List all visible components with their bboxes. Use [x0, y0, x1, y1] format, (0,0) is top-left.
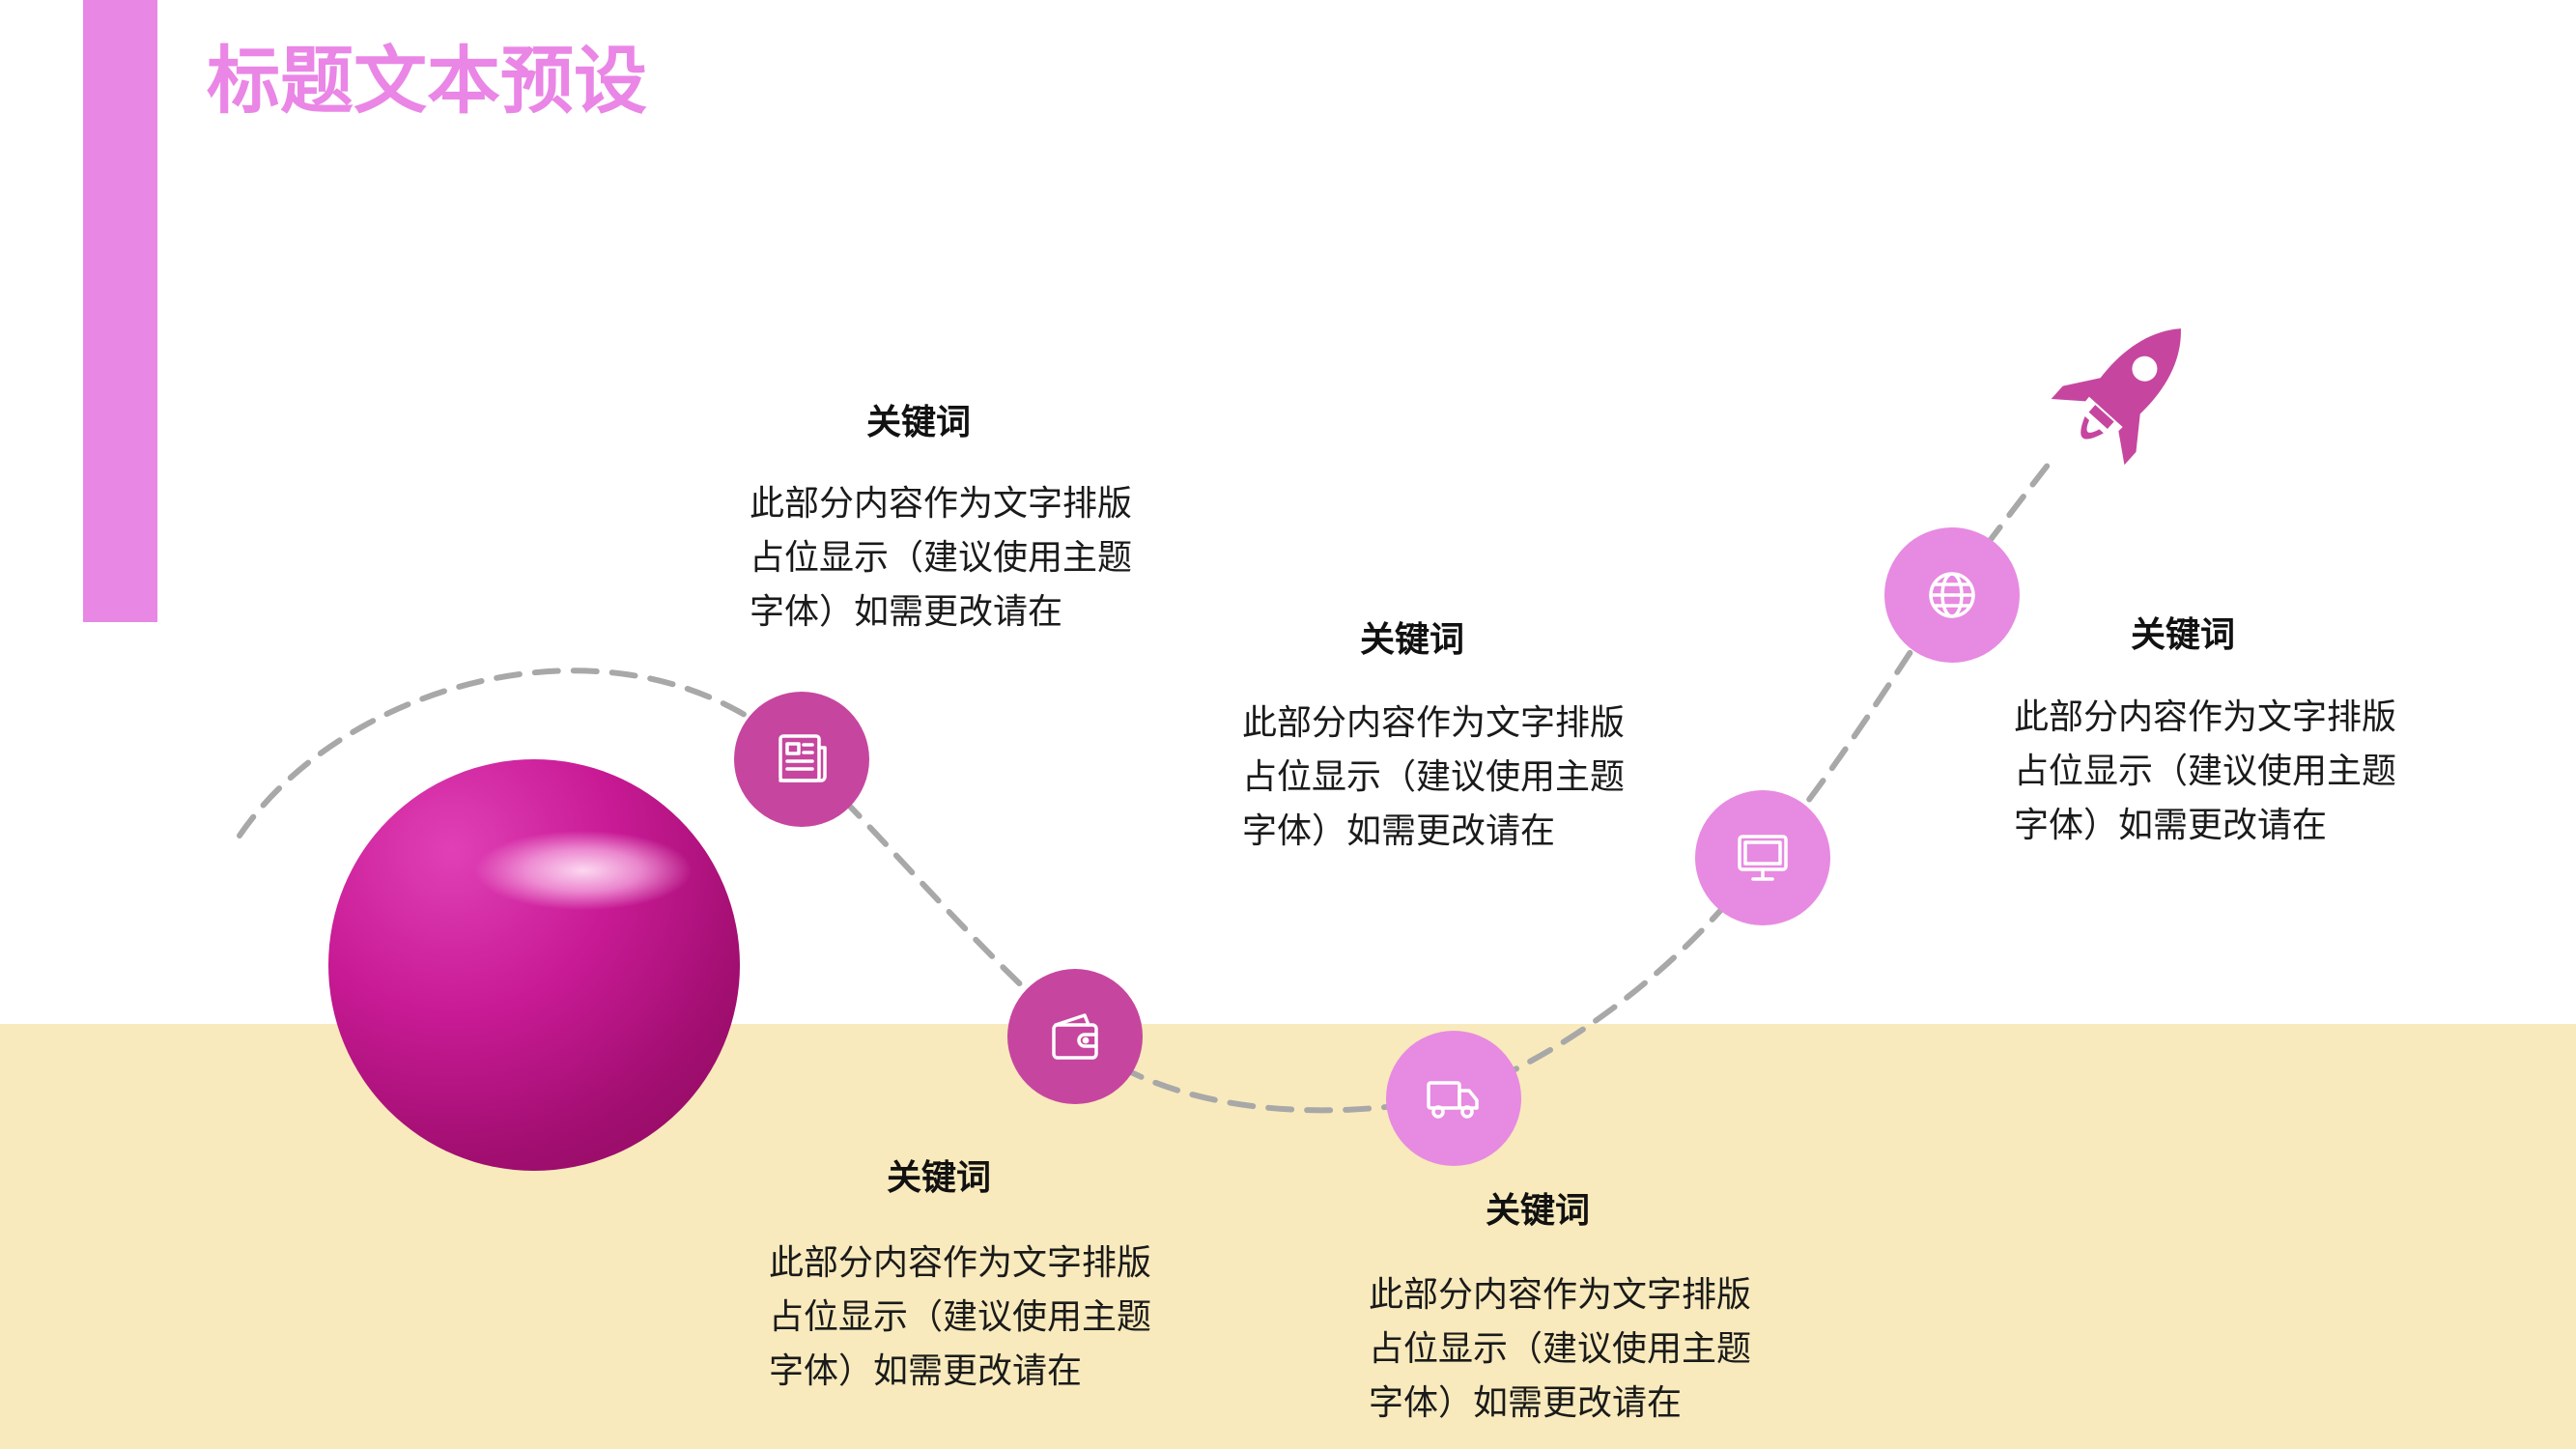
globe-icon: [1929, 572, 1975, 618]
rocket-icon: [2051, 328, 2181, 466]
wallet-icon: [1052, 1013, 1098, 1060]
monitor-icon: [1738, 835, 1788, 881]
step-1-node: [734, 692, 869, 827]
step-4-description: 此部分内容作为文字排版占位显示（建议使用主题字体）如需更改请在: [1242, 703, 1626, 851]
step-3-keyword: 关键词: [1486, 1191, 1591, 1231]
title-accent-bar: [83, 0, 157, 622]
step-5-description: 此部分内容作为文字排版占位显示（建议使用主题字体）如需更改请在: [2014, 697, 2397, 845]
step-2-node: [1007, 969, 1143, 1104]
step-2-description: 此部分内容作为文字排版占位显示（建议使用主题字体）如需更改请在: [769, 1243, 1152, 1391]
step-1-description: 此部分内容作为文字排版占位显示（建议使用主题字体）如需更改请在: [750, 484, 1133, 632]
step-3-description: 此部分内容作为文字排版占位显示（建议使用主题字体）如需更改请在: [1369, 1275, 1752, 1423]
slide-title: 标题文本预设: [207, 38, 647, 124]
step-3-node: [1386, 1031, 1521, 1166]
truck-icon: [1427, 1081, 1479, 1119]
step-2-keyword: 关键词: [887, 1158, 992, 1198]
step-4-node: [1695, 790, 1830, 925]
planet-image: [328, 759, 740, 1171]
step-5-node: [1884, 527, 2020, 663]
step-1-keyword: 关键词: [866, 403, 972, 442]
step-5-keyword: 关键词: [2131, 615, 2236, 655]
newspaper-icon: [778, 734, 827, 782]
step-4-keyword: 关键词: [1360, 620, 1465, 660]
